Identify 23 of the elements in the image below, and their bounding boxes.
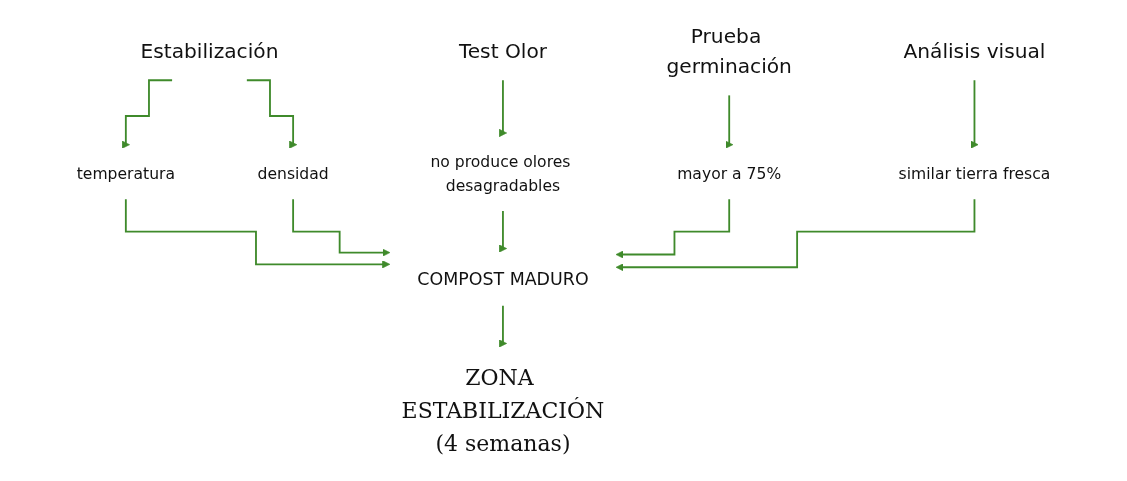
arrow bbox=[615, 198, 976, 272]
node-text: ZONA ESTABILIZACIÓN bbox=[401, 364, 605, 424]
node-text: Estabilización bbox=[140, 39, 279, 63]
node-text: Prueba germinación bbox=[666, 24, 792, 78]
node-text: similar tierra fresca bbox=[898, 163, 1051, 183]
arrow bbox=[498, 210, 507, 253]
arrow bbox=[725, 94, 734, 149]
node-text: no produce olores desagradables bbox=[430, 152, 571, 194]
node-text: Test Olor bbox=[458, 39, 548, 63]
node-label: (4 semanas) bbox=[435, 430, 571, 457]
node-text: mayor a 75% bbox=[677, 163, 782, 183]
arrow bbox=[498, 79, 507, 137]
node-text: Análisis visual bbox=[903, 39, 1046, 63]
arrow bbox=[121, 79, 174, 149]
arrow bbox=[615, 198, 731, 259]
arrow bbox=[124, 198, 391, 269]
node-text: COMPOST MADURO bbox=[417, 268, 589, 289]
arrow bbox=[498, 304, 507, 348]
arrow bbox=[292, 198, 391, 257]
node-text: temperatura bbox=[76, 163, 175, 183]
node-text: densidad bbox=[257, 163, 329, 183]
arrow bbox=[970, 79, 979, 149]
arrow bbox=[245, 79, 298, 149]
